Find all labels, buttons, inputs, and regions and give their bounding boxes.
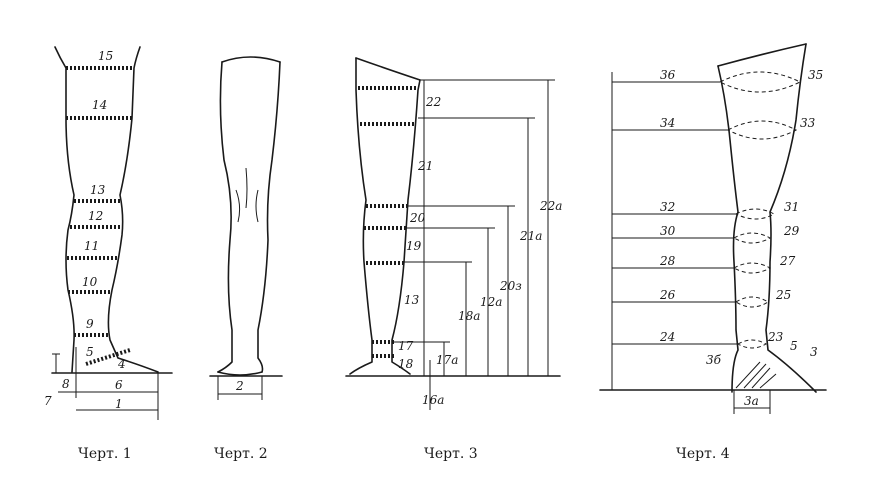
fig4-label-36: 36: [660, 68, 676, 82]
fig4-ellipse-33: [726, 120, 798, 140]
fig1-leg-outline-back: [54, 46, 75, 373]
caption-fig-4: Черт. 4: [676, 446, 730, 462]
fig1-label-10: 10: [82, 275, 98, 289]
fig2-thigh-top: [221, 56, 281, 63]
fig3-label-19: 19: [406, 239, 422, 253]
fig3-dim-20z: [408, 205, 515, 376]
fig4-label-27: 27: [779, 254, 796, 268]
fig4-label-28: 28: [659, 254, 676, 268]
fig1-label-4: 4: [117, 357, 126, 371]
caption-fig-1: Черт. 1: [78, 446, 132, 462]
fig3-label-20z: 20з: [499, 279, 522, 293]
fig3-dim-21a: [418, 117, 535, 376]
fig1-label-13: 13: [90, 183, 106, 197]
fig1-label-14: 14: [92, 98, 107, 112]
fig4-foot-hatch: [735, 361, 777, 389]
fig4-ellipse-35: [718, 71, 802, 93]
fig4-leg-outline-back: [717, 65, 739, 393]
fig3-label-18a: 18а: [458, 309, 480, 323]
fig3-leg-outline-back: [349, 57, 373, 375]
fig4-label-3: 3: [810, 345, 818, 359]
fig2-label-2: 2: [235, 379, 244, 393]
fig4-label-3a: 3а: [744, 394, 759, 408]
fig4-leg-outline-front: [765, 43, 817, 393]
fig3-label-16a: 16а: [422, 393, 444, 407]
fig4-label-29: 29: [783, 224, 800, 238]
fig3-label-18: 18: [398, 357, 414, 371]
fig4-label-25: 25: [775, 288, 791, 302]
fig2-muscle-lines: [235, 167, 259, 223]
fig2-foot: [217, 371, 263, 376]
fig3-label-17: 17: [398, 339, 414, 353]
fig2-leg-outline-back: [217, 61, 233, 373]
figure-3: 22 21 20 19 13 17 18 16а 17а 18а 12а 20з…: [345, 57, 562, 410]
fig4-ellipse-29: [732, 232, 772, 244]
fig4-label-5: 5: [790, 339, 798, 353]
caption-fig-2: Черт. 2: [214, 446, 268, 462]
fig1-label-5: 5: [86, 345, 94, 359]
fig1-leg-outline-front: [107, 46, 159, 373]
fig4-label-23: 23: [767, 330, 784, 344]
fig1-label-12: 12: [88, 209, 103, 223]
fig3-label-12a: 12а: [480, 295, 502, 309]
fig4-ellipse-31: [734, 208, 776, 220]
fig4-label-35: 35: [808, 68, 823, 82]
fig3-dim-18a: [404, 261, 472, 376]
fig3-thigh-top: [355, 57, 421, 81]
fig1-label-11: 11: [84, 239, 99, 253]
fig4-label-26: 26: [659, 288, 676, 302]
fig4-label-24: 24: [659, 330, 675, 344]
fig4-ellipse-23: [736, 339, 768, 349]
fig3-label-22: 22: [425, 95, 441, 109]
fig3-dim-22a: [420, 79, 555, 376]
fig1-label-15: 15: [98, 49, 113, 63]
fig3-dim-12a: [406, 227, 495, 376]
caption-fig-3: Черт. 3: [424, 446, 478, 462]
fig3-label-21: 21: [417, 159, 433, 173]
fig1-label-7: 7: [44, 394, 52, 408]
fig1-label-8: 8: [62, 377, 70, 391]
fig1-label-9: 9: [86, 317, 94, 331]
fig2-leg-outline-front: [257, 61, 281, 373]
fig1-dim-7: [52, 353, 60, 373]
fig2-dim-2: [217, 376, 263, 400]
fig3-label-17a: 17а: [436, 353, 458, 367]
figure-1: 15 14 13 12 11 10 9 5 4 7 8 6 1: [44, 46, 173, 420]
fig3-dim-17a: [394, 341, 450, 376]
fig4-ellipse-27: [732, 262, 772, 274]
fig4-label-3b: 3б: [706, 353, 722, 367]
fig3-label-13: 13: [404, 293, 420, 307]
fig4-label-34: 34: [660, 116, 675, 130]
fig4-label-33: 33: [800, 116, 816, 130]
fig4-dim-3a: [733, 390, 771, 414]
figure-4: 36 35 34 33 32 31 30 29 28 27 26 25 24 2…: [599, 43, 827, 414]
fig4-ellipse-25: [735, 296, 769, 308]
fig4-label-30: 30: [660, 224, 676, 238]
fig4-label-32: 32: [660, 200, 675, 214]
fig1-label-6: 6: [115, 378, 123, 392]
fig1-label-1: 1: [115, 397, 123, 411]
fig3-label-20: 20: [409, 211, 426, 225]
fig3-label-22a: 22а: [539, 199, 562, 213]
fig4-thigh-top: [717, 43, 807, 67]
figure-2: 2: [209, 56, 283, 400]
fig3-label-21a: 21а: [519, 229, 542, 243]
fig4-label-31: 31: [784, 200, 799, 214]
